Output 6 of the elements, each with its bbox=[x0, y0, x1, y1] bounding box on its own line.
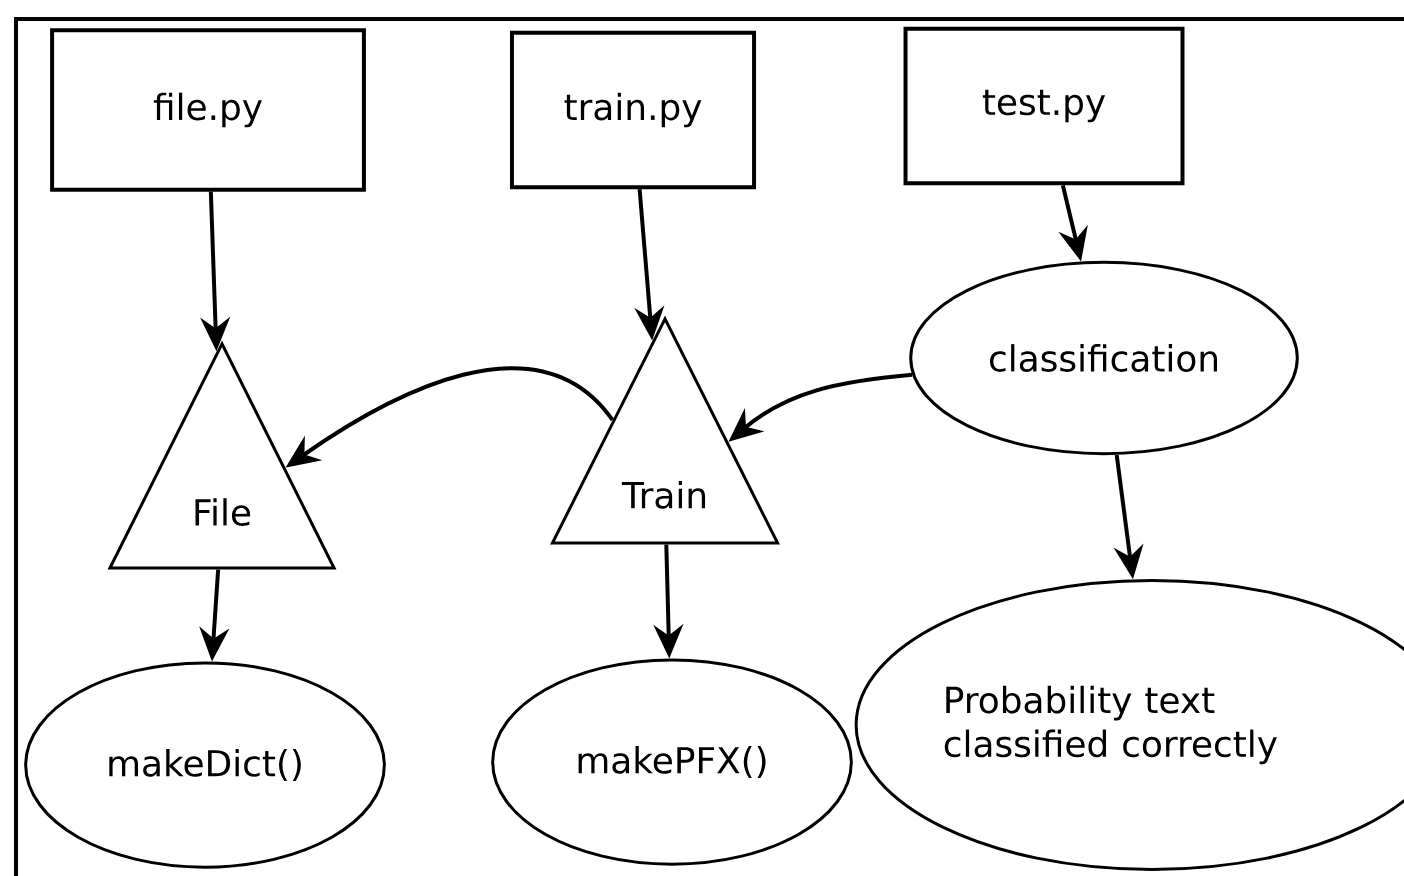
file-box: test.py bbox=[903, 26, 1185, 186]
file-box: file.py bbox=[50, 28, 366, 192]
file-box: train.py bbox=[509, 30, 757, 190]
ellipse-node: classification bbox=[909, 260, 1299, 456]
ellipse-node: makeDict() bbox=[24, 661, 386, 869]
ellipse-node: makePFX() bbox=[491, 658, 853, 866]
